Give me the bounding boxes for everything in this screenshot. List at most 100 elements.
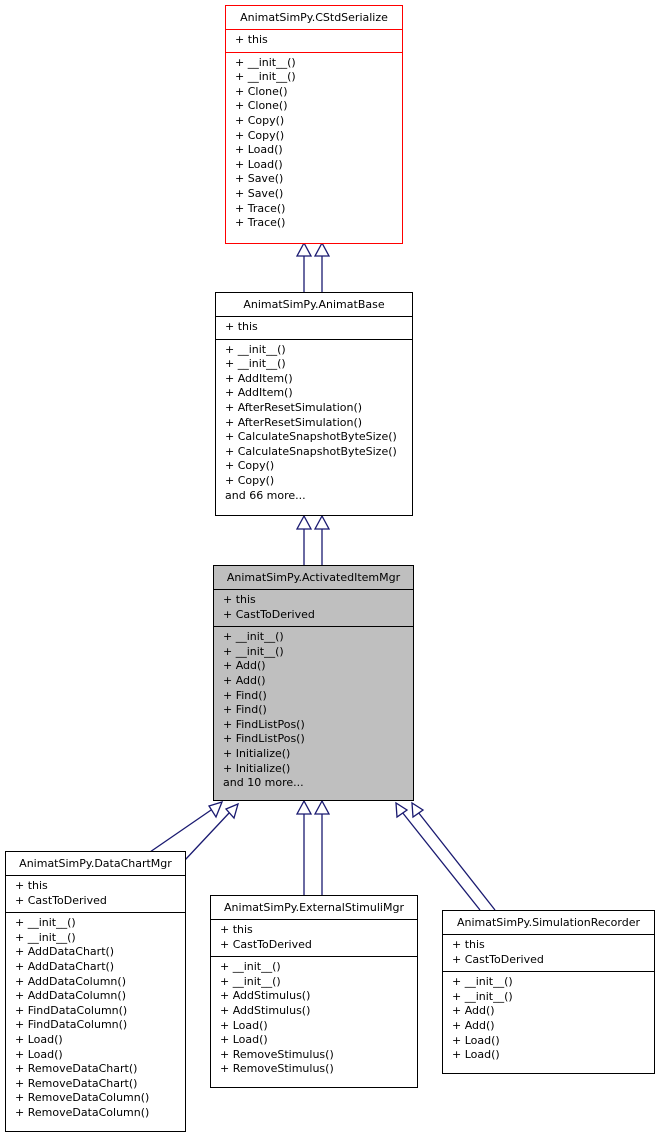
operation: + Add() <box>223 659 266 673</box>
attribute-list: + this + CastToDerived <box>443 935 654 973</box>
operation: + RemoveDataColumn() <box>15 1091 150 1105</box>
class-name: AnimatSimPy.AnimatBase <box>216 293 412 317</box>
more-operations-link[interactable]: and 66 more... <box>225 488 306 502</box>
operation: + Copy() <box>225 473 275 487</box>
operation: + __init__() <box>235 70 296 84</box>
operation: + Add() <box>452 1004 495 1018</box>
operation: + Add() <box>223 673 266 687</box>
operation: + Copy() <box>235 128 285 142</box>
class-animatbase[interactable]: AnimatSimPy.AnimatBase + this + __init__… <box>215 292 413 516</box>
operation: + Add() <box>452 1018 495 1032</box>
operation: + FindDataColumn() <box>15 1018 128 1032</box>
operation: + AfterResetSimulation() <box>225 415 363 429</box>
attribute: + CastToDerived <box>15 893 107 907</box>
attribute: + this <box>225 320 258 333</box>
class-activateditemmgr[interactable]: AnimatSimPy.ActivatedItemMgr + this + Ca… <box>213 565 414 801</box>
operation-list: + __init__() + __init__() + Clone() + Cl… <box>226 53 402 234</box>
edge-simulationrecorder-to-activateditemmgr-b <box>417 811 496 911</box>
attribute-list: + this <box>226 30 402 53</box>
operation: + __init__() <box>452 989 513 1003</box>
attribute-list: + this + CastToDerived <box>214 590 413 628</box>
operation: + FindDataColumn() <box>15 1003 128 1017</box>
edge-simulationrecorder-to-activateditemmgr-a <box>401 811 481 911</box>
arrowhead-activateditemmgr-right-b <box>411 801 425 819</box>
operation: + __init__() <box>220 974 281 988</box>
arrowhead-activateditemmgr-mid-a <box>295 799 313 815</box>
attribute-list: + this <box>216 317 412 340</box>
attribute: + this <box>220 923 253 936</box>
class-cstdserialize[interactable]: AnimatSimPy.CStdSerialize + this + __ini… <box>225 5 403 244</box>
operation: + Find() <box>223 688 267 702</box>
operation-list: + __init__() + __init__() + Add() + Add(… <box>443 972 654 1066</box>
operation: + Clone() <box>235 84 288 98</box>
operation: + Initialize() <box>223 761 291 775</box>
class-name: AnimatSimPy.DataChartMgr <box>6 852 185 876</box>
operation: + __init__() <box>225 342 286 356</box>
operation: + Copy() <box>235 113 285 127</box>
operation: + AddDataChart() <box>15 945 115 959</box>
operation: + AddStimulus() <box>220 1003 311 1017</box>
operation: + FindListPos() <box>223 732 305 746</box>
class-externalstimulimgr[interactable]: AnimatSimPy.ExternalStimuliMgr + this + … <box>210 895 418 1088</box>
operation: + RemoveStimulus() <box>220 1062 334 1076</box>
operation: + __init__() <box>15 930 76 944</box>
operation: + FindListPos() <box>223 717 305 731</box>
operation: + Load() <box>235 143 283 157</box>
operation-list: + __init__() + __init__() + AddDataChart… <box>6 913 185 1123</box>
operation: + __init__() <box>235 55 296 69</box>
attribute: + this <box>223 593 256 606</box>
operation: + RemoveStimulus() <box>220 1047 334 1061</box>
class-simulationrecorder[interactable]: AnimatSimPy.SimulationRecorder + this + … <box>442 910 655 1074</box>
edge-datachartmgr-to-activateditemmgr-a <box>149 807 215 853</box>
operation: + AfterResetSimulation() <box>225 400 363 414</box>
operation: + __init__() <box>225 357 286 371</box>
operation: + CalculateSnapshotByteSize() <box>225 430 397 444</box>
attribute: + CastToDerived <box>223 607 315 621</box>
operation-list: + __init__() + __init__() + AddItem() + … <box>216 340 412 507</box>
operation: + AddDataChart() <box>15 959 115 973</box>
operation: + AddItem() <box>225 371 293 385</box>
operation: + Load() <box>220 1018 268 1032</box>
operation: + __init__() <box>223 644 284 658</box>
operation: + AddDataColumn() <box>15 989 126 1003</box>
operation: + Load() <box>452 1033 500 1047</box>
class-name: AnimatSimPy.ExternalStimuliMgr <box>211 896 417 920</box>
arrowhead-activateditemmgr-mid-b <box>313 799 331 815</box>
class-datachartmgr[interactable]: AnimatSimPy.DataChartMgr + this + CastTo… <box>5 851 186 1132</box>
operation: + Copy() <box>225 459 275 473</box>
operation: + AddItem() <box>225 386 293 400</box>
operation: + RemoveDataColumn() <box>15 1105 150 1119</box>
operation: + Initialize() <box>223 746 291 760</box>
operation: + AddDataColumn() <box>15 974 126 988</box>
arrowhead-activateditemmgr-left-a <box>207 800 224 819</box>
attribute-list: + this + CastToDerived <box>211 920 417 958</box>
more-operations-link[interactable]: and 10 more... <box>223 776 304 790</box>
operation: + Load() <box>220 1033 268 1047</box>
operation: + Load() <box>15 1032 63 1046</box>
operation: + __init__() <box>15 916 76 930</box>
edge-datachartmgr-to-activateditemmgr-b <box>184 811 231 861</box>
class-name: AnimatSimPy.CStdSerialize <box>226 6 402 30</box>
class-name: AnimatSimPy.ActivatedItemMgr <box>214 566 413 590</box>
arrowhead-activateditemmgr-left-b <box>224 802 239 820</box>
operation: + RemoveDataChart() <box>15 1076 138 1090</box>
operation: + __init__() <box>452 975 513 989</box>
operation: + __init__() <box>223 630 284 644</box>
attribute: + this <box>452 938 485 951</box>
attribute: + CastToDerived <box>220 937 312 951</box>
arrowhead-activateditemmgr-right-a <box>395 801 409 819</box>
operation: + Trace() <box>235 216 286 230</box>
attribute: + CastToDerived <box>452 952 544 966</box>
operation-list: + __init__() + __init__() + Add() + Add(… <box>214 627 413 794</box>
operation: + Load() <box>235 157 283 171</box>
attribute-list: + this + CastToDerived <box>6 876 185 914</box>
arrowhead-cstdserialize-a <box>295 241 313 257</box>
operation: + __init__() <box>220 960 281 974</box>
operation: + Save() <box>235 172 284 186</box>
operation: + Load() <box>15 1047 63 1061</box>
arrowhead-animatbase-b <box>313 514 331 530</box>
operation: + Save() <box>235 186 284 200</box>
operation: + Clone() <box>235 99 288 113</box>
attribute: + this <box>15 879 48 892</box>
